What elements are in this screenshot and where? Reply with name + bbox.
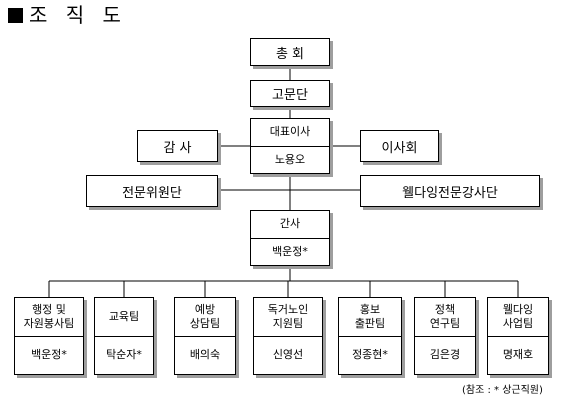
team-box-elderly-support: 독거노인 지원팀 신영선	[253, 297, 323, 375]
square-bullet-icon	[8, 8, 23, 23]
team-name: 정책 연구팀	[429, 302, 461, 330]
secretary-role: 간사	[279, 217, 301, 231]
secretary-name: 백운정*	[272, 244, 308, 258]
staff-note: (참조 : * 상근직원)	[462, 385, 543, 396]
team-leader: 신영선	[272, 348, 304, 362]
board-label: 이사회	[381, 140, 418, 156]
team-name: 행정 및 자원봉사팀	[23, 302, 75, 330]
team-box-welldying-projects: 웰다잉 사업팀 명재호	[487, 297, 549, 375]
lecturer-group-label: 웰다잉전문강사단	[402, 185, 498, 201]
auditor-label: 감 사	[163, 140, 192, 156]
representative-box: 대표이사 노용오	[250, 118, 330, 174]
team-leader: 정종현*	[352, 348, 388, 362]
general-assembly-box: 총 회	[250, 38, 330, 66]
team-leader: 김은경	[429, 348, 461, 362]
team-box-policy-research: 정책 연구팀 김은경	[414, 297, 476, 375]
lecturer-group-box: 웰다잉전문강사단	[360, 175, 540, 207]
team-name: 독거노인 지원팀	[267, 302, 309, 330]
team-leader: 탁순자*	[106, 348, 142, 362]
team-leader: 배의숙	[189, 348, 221, 362]
team-box-education: 교육팀 탁순자*	[94, 297, 154, 375]
advisory-group-box: 고문단	[250, 80, 330, 107]
page-title: 조 직 도	[8, 2, 127, 28]
team-leader: 명재호	[502, 348, 534, 362]
team-name: 홍보 출판팀	[354, 302, 386, 330]
team-name: 예방 상담팀	[189, 302, 221, 330]
expert-committee-box: 전문위원단	[86, 175, 218, 207]
secretary-box: 간사 백운정*	[250, 210, 330, 266]
auditor-box: 감 사	[137, 130, 218, 162]
team-box-admin-volunteer: 행정 및 자원봉사팀 백운정*	[14, 297, 84, 375]
board-box: 이사회	[360, 130, 439, 162]
team-leader: 백운정*	[31, 348, 67, 362]
team-name: 웰다잉 사업팀	[502, 302, 534, 330]
page-title-text: 조 직 도	[29, 3, 127, 27]
team-box-pr-publishing: 홍보 출판팀 정종현*	[338, 297, 402, 375]
representative-name: 노용오	[274, 152, 306, 166]
team-name: 교육팀	[108, 309, 140, 323]
general-assembly-label: 총 회	[275, 46, 305, 62]
expert-committee-label: 전문위원단	[122, 185, 182, 201]
advisory-group-label: 고문단	[272, 88, 308, 103]
team-box-prevention-counseling: 예방 상담팀 배의숙	[174, 297, 236, 375]
representative-role: 대표이사	[269, 125, 311, 139]
